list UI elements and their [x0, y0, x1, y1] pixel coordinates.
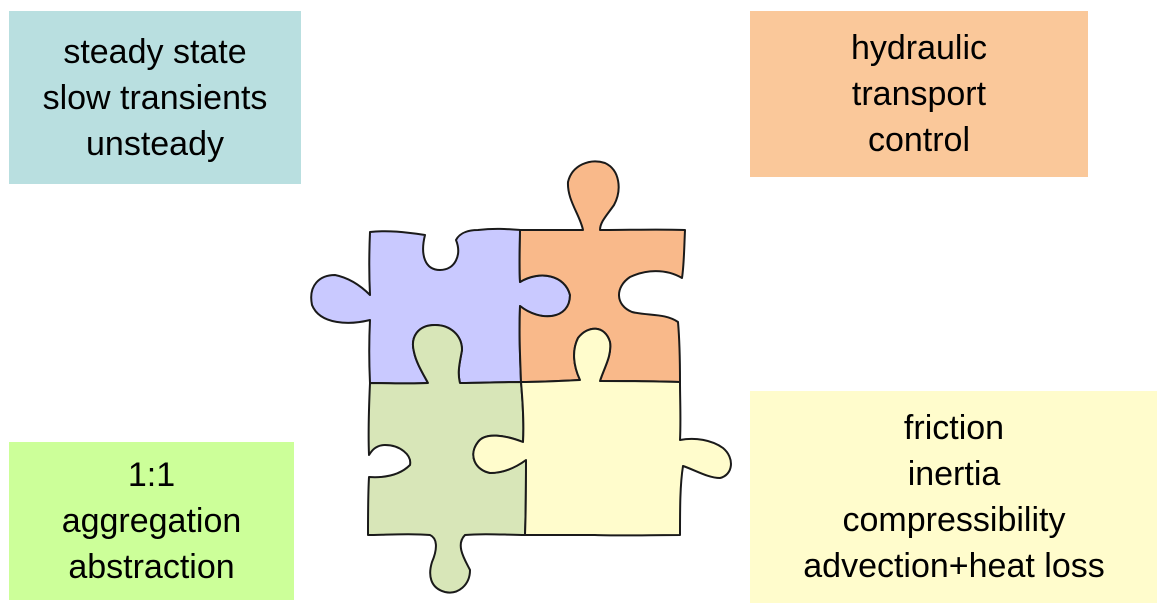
box-line: steady state [63, 32, 247, 71]
box-line: compressibility [842, 501, 1066, 539]
puzzle-piece-yellow [472, 327, 732, 537]
box-line: advection+heat loss [803, 547, 1105, 585]
box-line: control [867, 121, 971, 159]
box-line: transport [851, 75, 987, 113]
box-line: 1:1 [127, 456, 176, 494]
physical-effects-box: friction inertia compressibility advecti… [750, 391, 1157, 603]
box-line: abstraction [68, 548, 235, 586]
box-line: hydraulic [850, 29, 988, 67]
time-scale-box: steady state slow transients unsteady [9, 11, 301, 184]
network-detail-box: 1:1 aggregation abstraction [9, 442, 294, 600]
box-line: slow transients [42, 78, 268, 117]
box-line: unsteady [86, 124, 224, 163]
puzzle-piece-orange [518, 160, 686, 383]
box-line: inertia [907, 455, 1001, 493]
puzzle-illustration [310, 160, 732, 594]
box-line: friction [903, 409, 1005, 447]
model-purpose-box: hydraulic transport control [750, 11, 1088, 177]
box-line: aggregation [61, 502, 242, 540]
